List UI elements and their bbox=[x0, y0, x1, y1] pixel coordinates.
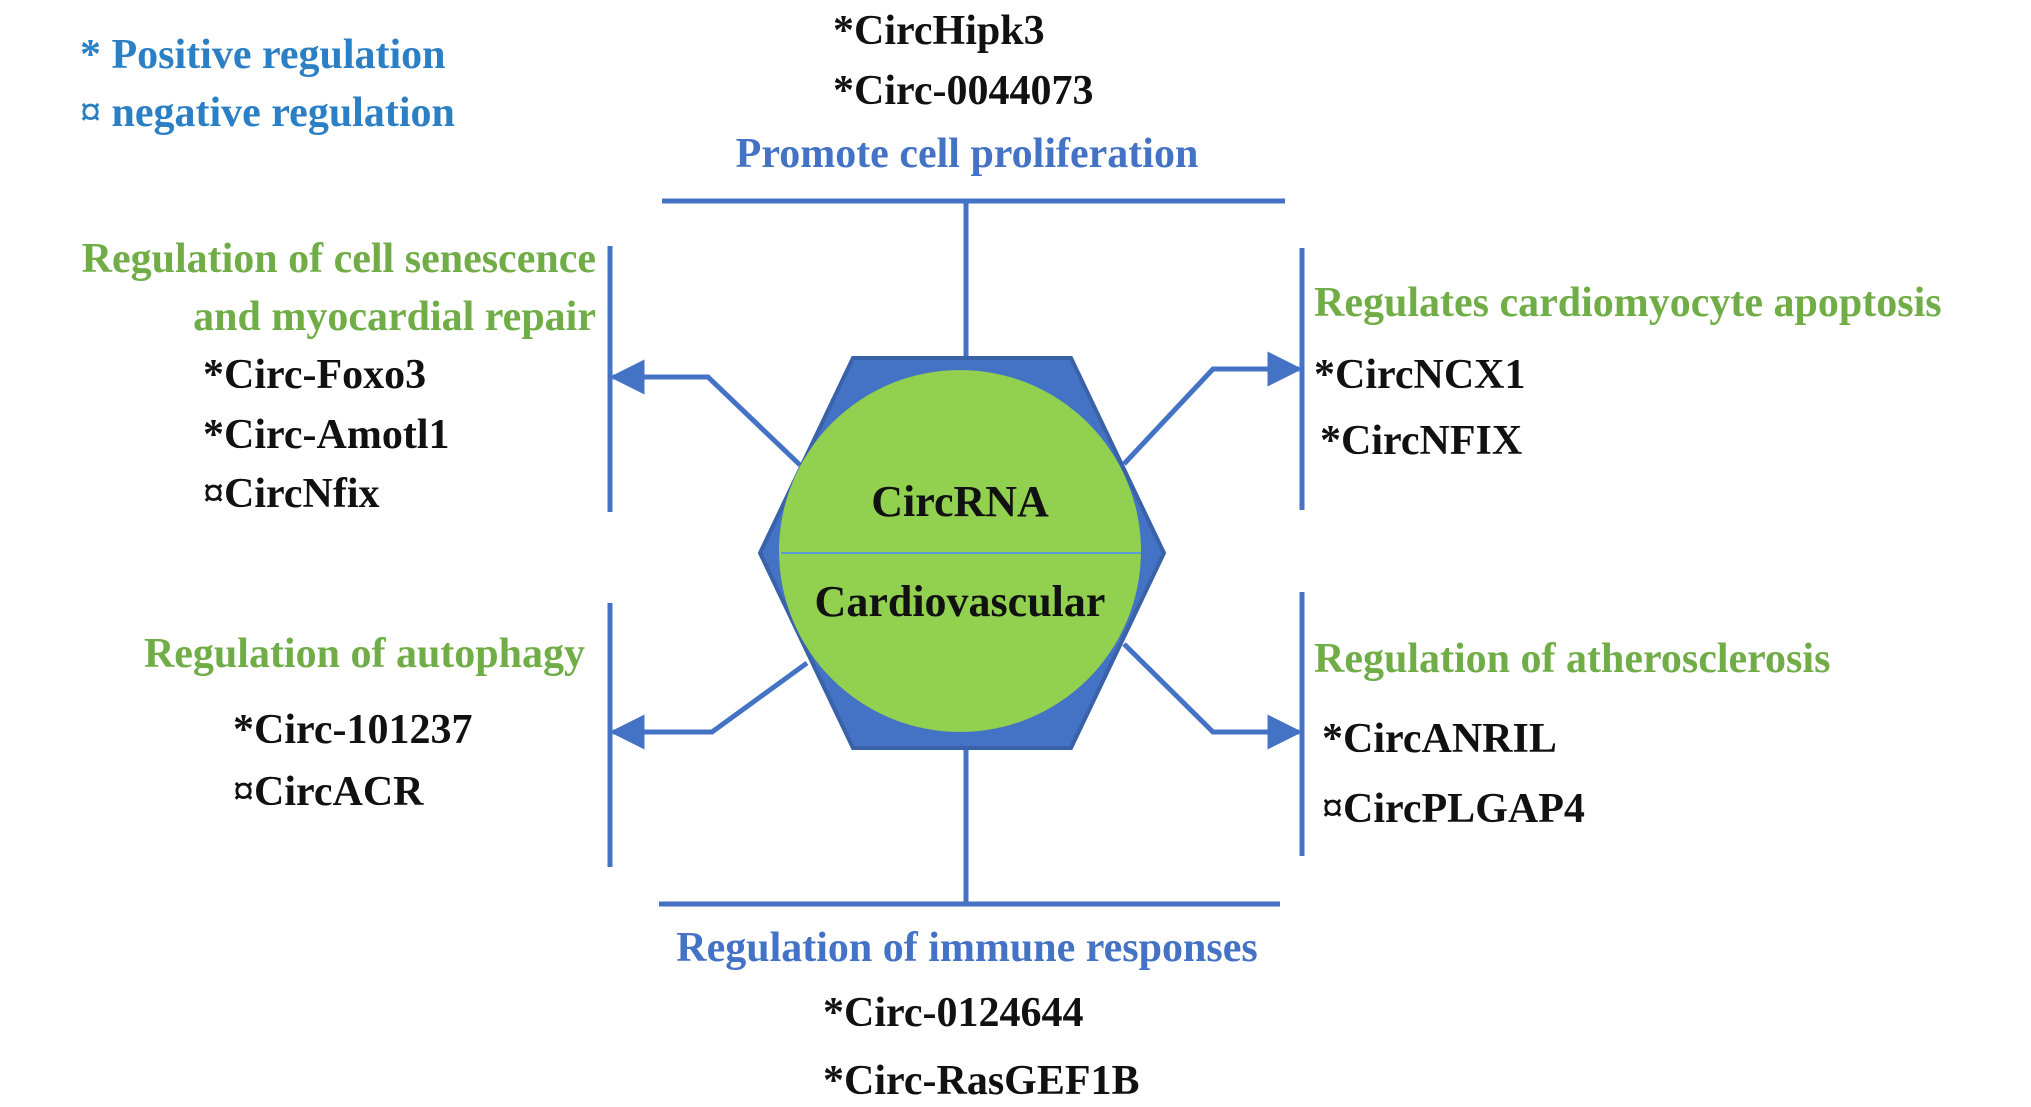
upper-left-item-2: *Circ-Amotl1 bbox=[203, 412, 449, 458]
center-circle bbox=[779, 370, 1141, 732]
upper-left-title-line-2: and myocardial repair bbox=[193, 294, 596, 340]
lower-right-item-1: *CircANRIL bbox=[1322, 716, 1557, 762]
lower-left-item-2: ¤CircACR bbox=[233, 769, 424, 815]
bottom-item-1: *Circ-0124644 bbox=[823, 990, 1084, 1036]
lower-right-item-2: ¤CircPLGAP4 bbox=[1322, 786, 1585, 832]
center-bottom-label: Cardiovascular bbox=[815, 577, 1106, 626]
top-title: Promote cell proliferation bbox=[736, 131, 1199, 177]
upper-right-title: Regulates cardiomyocyte apoptosis bbox=[1314, 280, 1942, 326]
top-item-1: *CircHipk3 bbox=[833, 8, 1045, 54]
upper-right-item-2: *CircNFIX bbox=[1320, 418, 1522, 464]
center-top-label: CircRNA bbox=[871, 477, 1049, 526]
upper-left-item-1: *Circ-Foxo3 bbox=[203, 352, 426, 398]
lower-right-title: Regulation of atherosclerosis bbox=[1314, 636, 1830, 682]
lower-right-arrow bbox=[1122, 642, 1303, 750]
upper-left-arrow bbox=[609, 359, 802, 467]
upper-right-item-1: *CircNCX1 bbox=[1314, 352, 1526, 398]
upper-left-title-line-1: Regulation of cell senescence bbox=[82, 236, 596, 282]
lower-left-title: Regulation of autophagy bbox=[144, 631, 585, 677]
upper-left-item-3: ¤CircNfix bbox=[203, 471, 380, 517]
lower-left-arrow bbox=[609, 660, 809, 750]
lower-left-item-1: *Circ-101237 bbox=[233, 707, 473, 753]
legend-positive: * Positive regulation bbox=[80, 32, 446, 78]
bottom-item-2: *Circ-RasGEF1B bbox=[823, 1058, 1140, 1104]
legend-negative: ¤ negative regulation bbox=[80, 90, 455, 136]
bottom-title: Regulation of immune responses bbox=[676, 925, 1257, 971]
upper-right-arrow bbox=[1122, 351, 1303, 466]
top-item-2: *Circ-0044073 bbox=[833, 68, 1094, 114]
